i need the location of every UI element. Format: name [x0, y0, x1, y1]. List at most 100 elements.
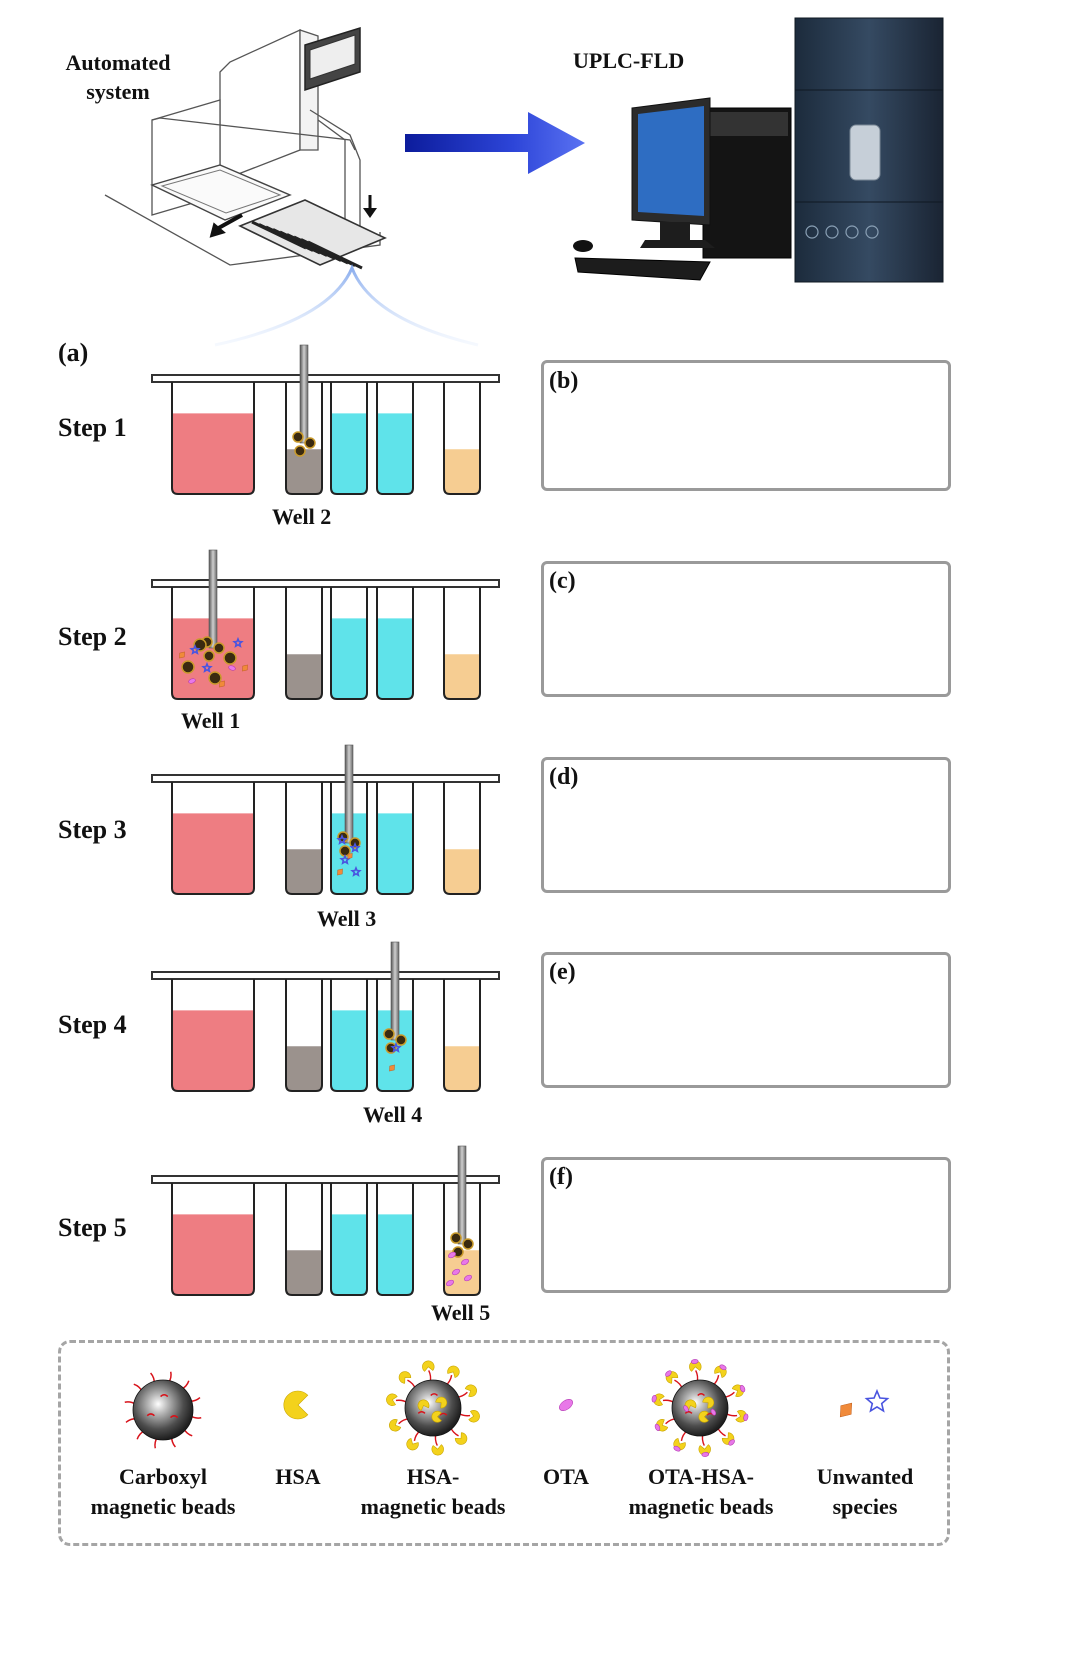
- well-3: [330, 587, 368, 700]
- well-liquid: [377, 618, 413, 699]
- well-wall: [171, 782, 255, 895]
- well-wall: [443, 1183, 481, 1296]
- well-3-label: Well 3: [317, 906, 377, 931]
- well-wall: [330, 782, 368, 895]
- hsa-icon: [422, 1360, 435, 1372]
- well-liquid: [331, 1010, 367, 1091]
- well-3: [330, 1183, 368, 1296]
- hsa-icon: [468, 1410, 480, 1423]
- unwanted-star-icon: [336, 833, 348, 845]
- ota-icon: [719, 1364, 727, 1371]
- ota-icon: [464, 1274, 472, 1282]
- well-wall: [285, 382, 323, 495]
- well-5: [443, 979, 481, 1092]
- well-liquid: [377, 813, 413, 894]
- ota-icon: [559, 1399, 573, 1411]
- ota-icon: [228, 665, 236, 671]
- well-liquid: [172, 1214, 254, 1295]
- well-3-contents: [336, 833, 362, 877]
- automated-label-line2: system: [86, 79, 150, 104]
- hsa-icon: [283, 1390, 309, 1420]
- unwanted-star-icon: [201, 661, 213, 673]
- ota-icon: [683, 1405, 689, 1412]
- step-2-label: Step 2: [58, 622, 127, 651]
- well-liquid: [286, 849, 322, 894]
- well-liquid: [331, 413, 367, 494]
- ota-icon: [446, 1279, 454, 1287]
- well-plate-step-2: [151, 549, 500, 700]
- well-5: [443, 587, 481, 700]
- legend-label-ota: OTA: [526, 1462, 606, 1492]
- hsa-icon: [406, 1438, 419, 1451]
- well-wall: [376, 782, 414, 895]
- unwanted-star-icon: [864, 1388, 890, 1413]
- well-4-label: Well 4: [363, 1102, 423, 1127]
- ota-icon: [654, 1423, 661, 1432]
- hsa-icon: [454, 1432, 468, 1445]
- ota-icon: [710, 1408, 717, 1416]
- unwanted-diamond-icon: [242, 664, 248, 672]
- well-wall: [330, 1183, 368, 1296]
- magnetic-rod-tip: [299, 344, 309, 444]
- well-plate-step-4: [151, 941, 500, 1092]
- panel-b-box: [541, 360, 951, 491]
- well-4-contents: [389, 1041, 402, 1072]
- legend-label-carboxyl: Carboxyl magnetic beads: [78, 1462, 248, 1522]
- well-wall: [330, 382, 368, 495]
- focus-beam: [214, 264, 479, 347]
- hsa-icon: [702, 1396, 715, 1409]
- legend-ota-hsa-beads-line1: OTA-HSA-: [648, 1464, 754, 1489]
- well-wall: [171, 1183, 255, 1296]
- well-wall: [285, 587, 323, 700]
- automated-system-label: Automated system: [62, 48, 174, 106]
- legend-box: [58, 1340, 950, 1546]
- legend-carboxyl-line2: magnetic beads: [90, 1494, 236, 1519]
- ota-icon: [461, 1258, 469, 1266]
- well-wall: [330, 979, 368, 1092]
- ota-icon: [673, 1445, 681, 1452]
- legend-unwanted-species-icon: [839, 1388, 890, 1418]
- ota-icon: [651, 1394, 657, 1403]
- plate-rim: [151, 579, 500, 588]
- ota-icon: [690, 1359, 699, 1364]
- uplc-instrument-illustration: [573, 17, 944, 283]
- well-liquid: [331, 1214, 367, 1295]
- panel-b-label: (b): [549, 368, 579, 394]
- bead-on-tip: [203, 650, 215, 662]
- legend-label-hsa-beads: HSA- magnetic beads: [348, 1462, 518, 1522]
- well-wall: [443, 382, 481, 495]
- hsa-icon: [464, 1384, 477, 1397]
- well-plate-step-3: [151, 744, 500, 895]
- plate-rim: [151, 774, 500, 783]
- keyboard: [574, 257, 711, 281]
- well-5-contents: [446, 1251, 472, 1287]
- bead-on-tip: [304, 437, 316, 449]
- hsa-icon: [417, 1399, 430, 1411]
- panel-d-label: (d): [549, 764, 579, 790]
- ota-icon: [743, 1413, 749, 1422]
- well-1: [171, 782, 255, 895]
- legend-unwanted-line2: species: [832, 1494, 898, 1519]
- legend-label-ota-hsa-beads: OTA-HSA- magnetic beads: [616, 1462, 786, 1522]
- well-liquid: [172, 813, 254, 894]
- plate-rim: [151, 1175, 500, 1184]
- well-liquid: [377, 1214, 413, 1295]
- panel-c-box: [541, 561, 951, 697]
- well-5-label: Well 5: [431, 1300, 491, 1325]
- magnetic-rod-tip: [344, 744, 354, 844]
- panel-d-box: [541, 757, 951, 893]
- well-2: [285, 979, 323, 1092]
- well-1: [171, 1183, 255, 1296]
- well-wall: [443, 587, 481, 700]
- well-3: [330, 382, 368, 495]
- well-1: [171, 979, 255, 1092]
- bead-on-tip: [292, 431, 304, 443]
- ota-icon: [448, 1251, 456, 1259]
- unwanted-diamond-icon: [389, 1064, 395, 1072]
- well-liquid: [444, 849, 480, 894]
- well-plate-step-5: [151, 1145, 500, 1296]
- well-1-mixture: [179, 636, 248, 688]
- step-3-label: Step 3: [58, 815, 127, 844]
- legend-hsa-bead-icon: [386, 1360, 480, 1456]
